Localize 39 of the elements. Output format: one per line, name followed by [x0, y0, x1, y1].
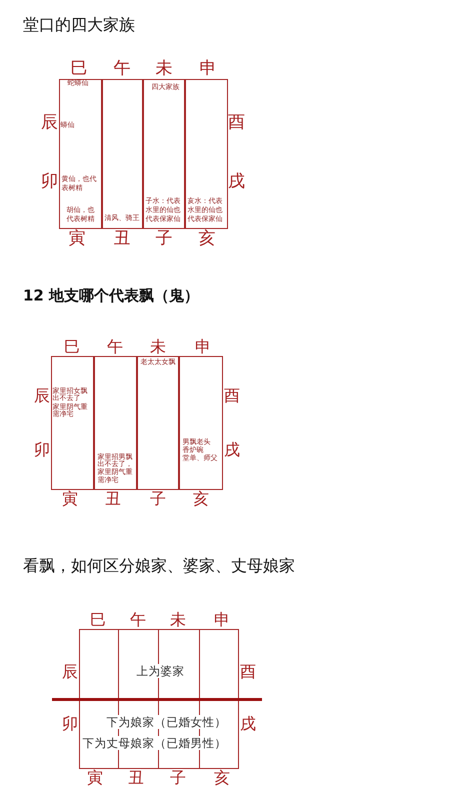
branch-label: 午 [107, 339, 123, 355]
column-box [93, 356, 138, 490]
branch-label: 子 [156, 230, 172, 247]
branch-label: 巳 [70, 60, 88, 77]
column-box [59, 79, 102, 228]
branch-label: 丑 [114, 230, 130, 247]
branch-label: 寅 [68, 230, 86, 247]
column-box [136, 356, 180, 490]
section-heading: 看飘，如何区分娘家、婆家、丈母娘家 [23, 558, 295, 574]
branch-label: 戌 [228, 174, 245, 190]
branch-label: 戌 [224, 442, 240, 458]
branch-label: 申 [200, 60, 216, 77]
branch-label: 未 [150, 339, 166, 355]
column-box [178, 356, 222, 490]
branch-label: 午 [114, 60, 130, 77]
branch-label: 亥 [198, 230, 216, 247]
branch-label: 酉 [224, 388, 240, 404]
branch-label: 辰 [34, 388, 50, 404]
section-heading: 12 地支哪个代表飘（鬼） [23, 288, 200, 304]
branch-label: 巳 [64, 339, 80, 355]
branch-label: 酉 [228, 114, 245, 132]
branch-label: 寅 [62, 490, 78, 506]
column-box [142, 79, 186, 228]
branch-label: 亥 [193, 490, 209, 506]
branch-label: 巳 [90, 612, 106, 628]
section-heading: 堂口的四大家族 [23, 17, 135, 33]
branch-label: 申 [214, 612, 230, 628]
column-box [51, 356, 94, 490]
branch-label: 子 [150, 490, 166, 506]
branch-label: 卯 [34, 442, 50, 458]
note-text: 上为婆家 [136, 664, 186, 678]
branch-label: 丑 [105, 490, 121, 506]
column-box [101, 79, 144, 228]
branch-label: 申 [195, 339, 211, 355]
column-box [184, 79, 228, 228]
branch-label: 丑 [128, 770, 144, 786]
branch-label: 辰 [41, 114, 58, 132]
branch-label: 未 [156, 60, 172, 77]
branch-label: 卯 [41, 174, 58, 190]
